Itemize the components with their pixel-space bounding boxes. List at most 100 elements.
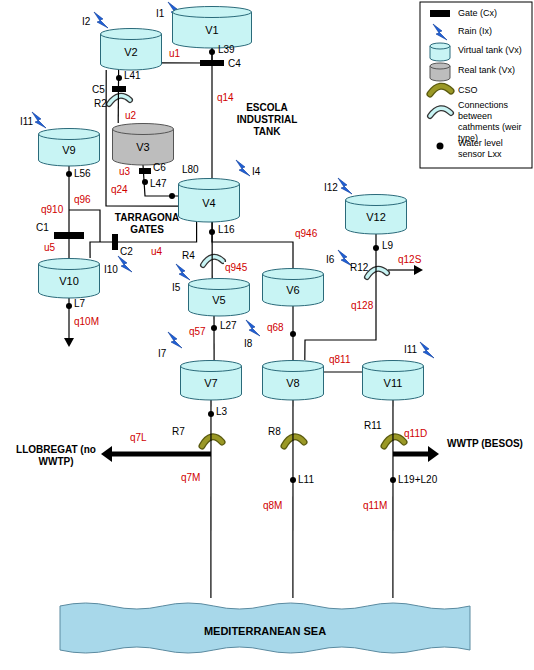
- cylinder-top: [263, 361, 324, 372]
- flow-line: [118, 70, 120, 123]
- flow-label: u4: [150, 246, 163, 258]
- rain-label: I4: [252, 166, 260, 178]
- tank-name: V1: [205, 24, 218, 36]
- rain-label: I2: [82, 16, 90, 28]
- tank-name: V8: [286, 377, 299, 389]
- sensor-label: L41: [124, 70, 141, 82]
- cylinder-top: [181, 361, 242, 372]
- gate-label: C1: [36, 222, 49, 234]
- tank-name: V7: [204, 377, 217, 389]
- legend-text: Water level sensor Lxx: [458, 138, 526, 160]
- flow-label: q946: [294, 228, 318, 240]
- flow-label: q96: [74, 194, 91, 206]
- flow-label: q8M: [262, 500, 283, 512]
- sensors: [66, 49, 396, 483]
- flow-label: q910: [40, 204, 64, 216]
- flow-label: q12S: [398, 254, 421, 266]
- cylinder-top: [173, 7, 252, 18]
- sensor-label: L3: [216, 406, 227, 418]
- sensor-label: L56: [74, 168, 91, 180]
- virtual-tank: V8: [262, 360, 324, 400]
- flow-label: u5: [44, 242, 55, 254]
- flow-label: q24: [110, 184, 129, 196]
- cylinder-top: [39, 259, 100, 270]
- tank-name: V11: [384, 377, 403, 389]
- flow-line: [162, 48, 212, 63]
- gate-label: C4: [228, 58, 241, 70]
- rain-label: I10: [104, 264, 118, 276]
- flow-label: q7L: [130, 432, 147, 444]
- rain-label: I8: [244, 338, 252, 350]
- legend-text: Virtual tank (Vx): [458, 45, 526, 56]
- flow-line: [213, 316, 214, 360]
- sensor-label: L16: [218, 224, 235, 236]
- sea-name: MEDITERRANEAN SEA: [204, 625, 326, 637]
- tank-name: V4: [202, 197, 215, 209]
- tank-name: V9: [62, 144, 75, 156]
- flow-label: q10M: [74, 316, 99, 328]
- cso-label: R8: [268, 426, 281, 438]
- flow-line: [392, 400, 393, 598]
- virtual-tank: V1: [172, 6, 252, 48]
- sensor-label: L27: [220, 320, 237, 332]
- cylinder-top: [189, 279, 250, 290]
- flow-line: [210, 400, 211, 598]
- virtual-tank: V11: [362, 360, 424, 400]
- flow-label: q14: [216, 92, 235, 104]
- cso-label: R11: [364, 420, 382, 432]
- cso-label: R7: [172, 426, 185, 438]
- flow-label: q11D: [404, 428, 427, 440]
- weir-label: R4: [182, 250, 195, 262]
- gate-label: C5: [92, 84, 105, 96]
- flow-label: q7M: [180, 472, 201, 484]
- flow-label: q811: [328, 354, 352, 366]
- sensor-label: L47: [150, 178, 167, 190]
- virtual-tank: V6: [262, 268, 324, 306]
- flow-label: q68: [266, 322, 285, 334]
- legend-text: Gate (Cx): [458, 8, 526, 19]
- cylinder-top: [113, 124, 174, 135]
- flow-line: [106, 70, 178, 206]
- tank-name: V12: [366, 211, 386, 223]
- sensor-label: L9: [382, 240, 393, 252]
- flow-line: [211, 48, 212, 178]
- tank-name: V5: [212, 294, 225, 306]
- rain-label: I5: [172, 282, 180, 294]
- cylinder-top: [179, 179, 240, 190]
- legend-text: CSO: [458, 85, 526, 96]
- sensor-label: L7: [74, 298, 85, 310]
- virtual-tank: V7: [180, 360, 242, 400]
- flow-label: u3: [118, 166, 131, 178]
- cso-symbols: [202, 437, 404, 446]
- cylinder-top: [101, 29, 162, 40]
- legend-text: Real tank (Vx): [458, 65, 526, 76]
- sea-band: MEDITERRANEAN SEA: [60, 598, 470, 658]
- flow-label: u2: [124, 110, 137, 122]
- virtual-tank: V9: [38, 128, 100, 166]
- virtual-tank: V10: [38, 258, 100, 298]
- legend-text: Rain (Ix): [458, 26, 526, 37]
- arrow-heads: [64, 265, 423, 347]
- weirs: [109, 96, 387, 277]
- rain-label: I1: [156, 8, 164, 20]
- flow-line: [68, 166, 69, 258]
- gate-label: C6: [153, 162, 166, 174]
- tank-name: V2: [124, 46, 137, 58]
- flow-label: q11M: [362, 500, 388, 512]
- rain-label: I12: [324, 182, 338, 194]
- outfall-caption: LLOBREGAT (no WWTP): [14, 444, 98, 468]
- outfall-caption: WWTP (BESOS): [444, 438, 526, 450]
- rain-label: I11: [404, 344, 417, 356]
- flow-line: [292, 400, 293, 598]
- tank-name: V10: [59, 275, 79, 287]
- rain-label: I7: [158, 348, 166, 360]
- tank-name: V3: [136, 141, 149, 153]
- virtual-tank: V12: [345, 194, 407, 234]
- flow-line: [324, 371, 362, 372]
- sensor-label: L80: [182, 164, 199, 176]
- gate-caption: TARRAGONA GATES: [112, 212, 182, 236]
- virtual-tank: V2: [100, 28, 162, 70]
